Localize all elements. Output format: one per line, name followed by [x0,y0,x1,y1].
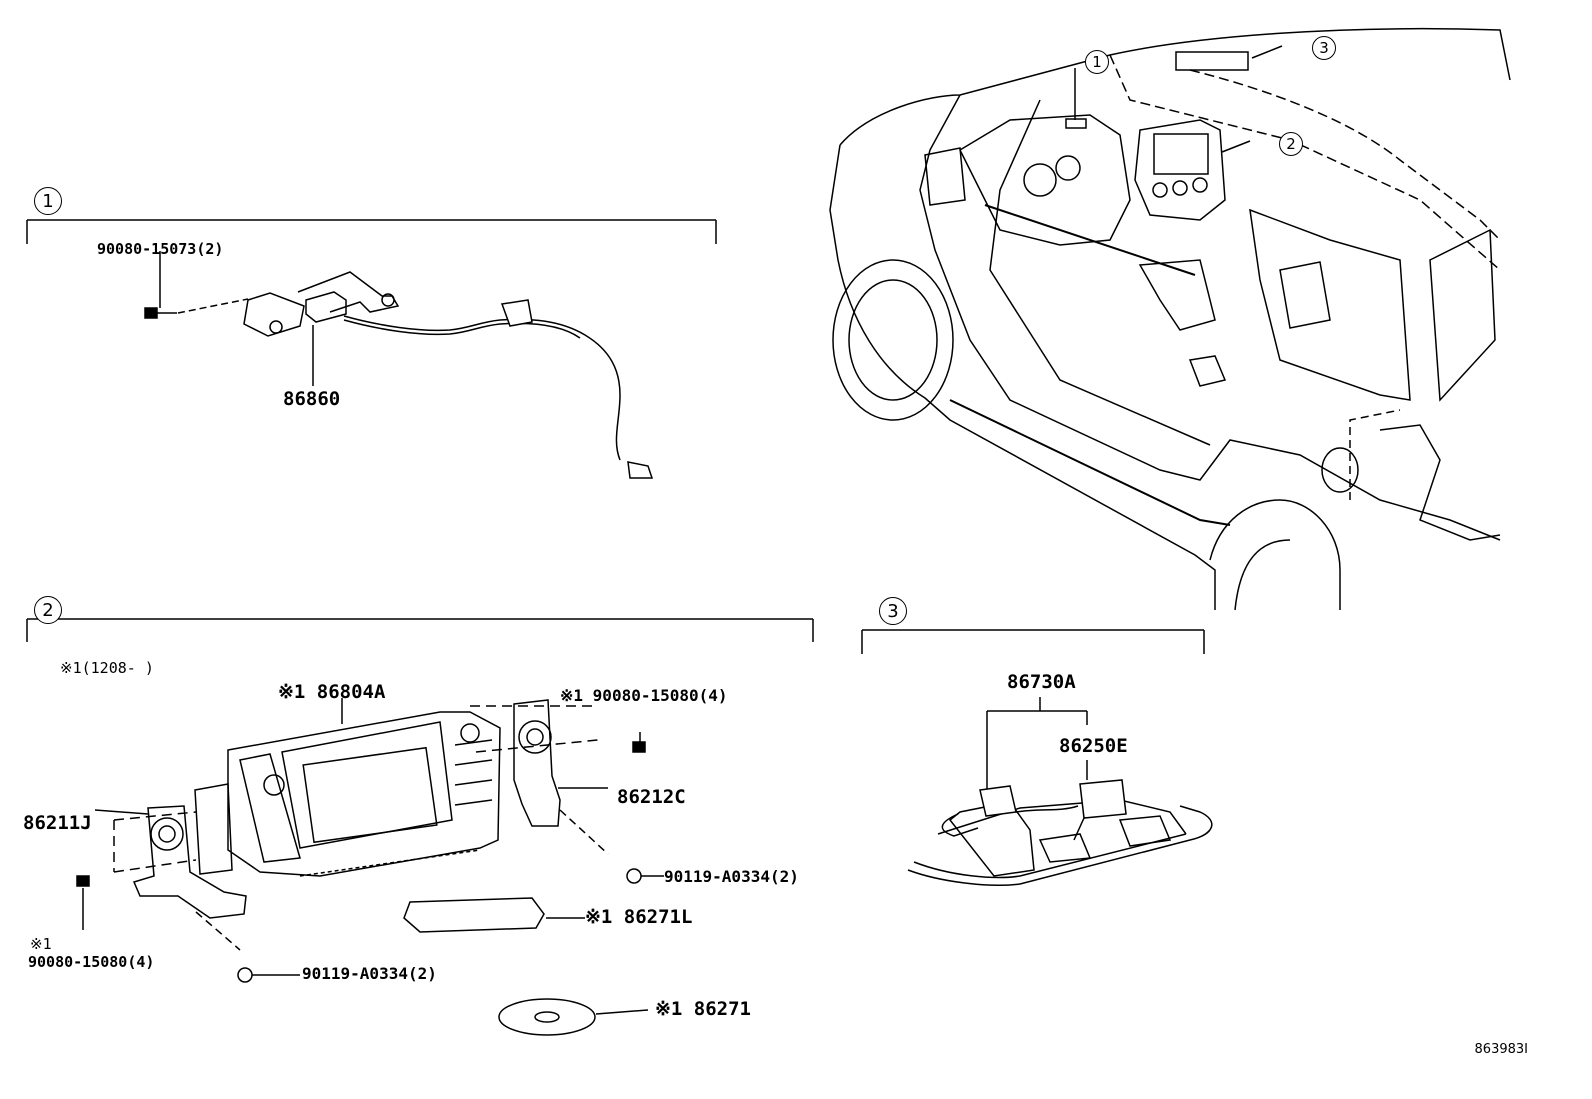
microphone-assembly-drawing [144,251,654,479]
vehicle-callout-2: 2 [1279,132,1303,156]
vehicle-callout-3: 3 [1312,36,1336,60]
label-screw-left-90080-15080: 90080-15080(4) [28,953,155,971]
label-bolt-right-90119-A0334: 90119-A0334(2) [664,867,799,886]
label-display-86804A: ※1 86804A [278,681,386,703]
vehicle-callout-1: 1 [1085,50,1109,74]
section1-bracket [26,219,717,244]
label-disc-86271: ※1 86271 [655,998,751,1020]
label-production-note: ※1(1208- ) [60,659,154,677]
section3-bracket [861,629,1205,654]
vehicle-outline [829,27,1511,611]
label-screw-90080-15073: 90080-15073(2) [97,240,224,258]
label-screw-left-mark: ※1 [30,935,52,953]
section-marker-2: 2 [34,596,62,624]
label-part-86860: 86860 [283,388,341,410]
section-marker-1: 1 [34,187,62,215]
label-module-86271L: ※1 86271L [585,906,693,928]
label-assembly-86730A: 86730A [1007,671,1076,693]
label-screw-right-90080-15080: ※1 90080-15080(4) [560,686,728,705]
diagram-reference-number: 863983I [1474,1042,1528,1057]
section-marker-3: 3 [879,597,907,625]
label-bracket-86211J: 86211J [23,812,92,834]
label-part-86250E: 86250E [1059,735,1128,757]
section2-bracket [26,618,814,642]
display-unit-drawing [76,698,664,1036]
overhead-console-drawing [907,697,1213,886]
label-bracket-86212C: 86212C [617,786,686,808]
label-bolt-left-90119-A0334: 90119-A0334(2) [302,964,437,983]
